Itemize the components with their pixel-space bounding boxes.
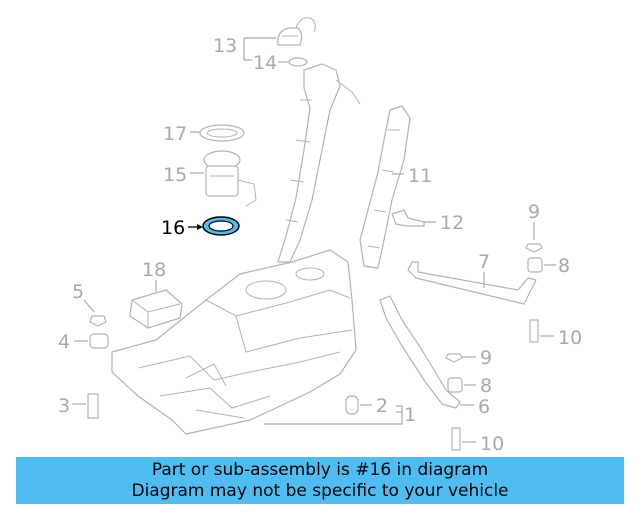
part-16-seal bbox=[202, 216, 240, 236]
part-6-strap bbox=[379, 295, 461, 409]
part-2-bushing bbox=[345, 395, 359, 415]
part-9-upper-nut bbox=[525, 243, 543, 253]
callout-9-upper: 9 bbox=[528, 201, 540, 223]
callout-2: 2 bbox=[376, 395, 388, 417]
callout-17: 17 bbox=[163, 123, 187, 145]
info-banner: Part or sub-assembly is #16 in diagram D… bbox=[16, 457, 624, 504]
callout-12: 12 bbox=[440, 212, 464, 234]
leader-1 bbox=[264, 405, 403, 425]
part-1-fuel-tank bbox=[111, 249, 357, 435]
callout-6: 6 bbox=[478, 396, 490, 418]
callout-4: 4 bbox=[58, 331, 70, 353]
part-17-lock-ring bbox=[199, 124, 245, 142]
callout-1: 1 bbox=[404, 404, 416, 426]
leader-5 bbox=[83, 299, 95, 313]
callout-8-upper: 8 bbox=[558, 255, 570, 277]
part-3-bolt bbox=[87, 393, 99, 419]
callout-14: 14 bbox=[253, 52, 277, 74]
part-8-upper-bushing bbox=[527, 257, 543, 273]
callout-10-lower: 10 bbox=[480, 433, 504, 455]
part-4-bumper bbox=[89, 333, 109, 349]
callout-11: 11 bbox=[408, 165, 432, 187]
part-15-fuel-pump bbox=[203, 150, 257, 207]
part-12-bolt bbox=[391, 209, 425, 227]
callout-16: 16 bbox=[161, 217, 185, 239]
part-10-lower-bolt bbox=[451, 427, 461, 451]
callout-8-lower: 8 bbox=[480, 375, 492, 397]
part-8-lower-bushing bbox=[447, 377, 463, 393]
callout-13: 13 bbox=[213, 35, 237, 57]
part-14-seal bbox=[288, 57, 308, 67]
callout-7: 7 bbox=[478, 251, 490, 273]
callout-18: 18 bbox=[142, 259, 166, 281]
callout-10-upper: 10 bbox=[558, 327, 582, 349]
leader-13 bbox=[243, 37, 276, 61]
filler-neck bbox=[277, 63, 361, 263]
banner-line-2: Diagram may not be specific to your vehi… bbox=[131, 480, 509, 501]
callout-3: 3 bbox=[58, 395, 70, 417]
part-10-upper-bolt bbox=[529, 319, 539, 343]
callout-5: 5 bbox=[72, 281, 84, 303]
part-5-nut bbox=[89, 315, 107, 327]
banner-line-1: Part or sub-assembly is #16 in diagram bbox=[151, 459, 489, 480]
part-9-lower-nut bbox=[445, 353, 463, 363]
callout-15: 15 bbox=[163, 164, 187, 186]
part-7-strap bbox=[407, 261, 537, 305]
part-13-filler-cap bbox=[277, 17, 316, 46]
part-11-shield bbox=[359, 105, 411, 269]
callout-9-lower: 9 bbox=[480, 347, 492, 369]
leader-16-arrowhead bbox=[197, 224, 203, 230]
part-18-module bbox=[129, 289, 183, 329]
